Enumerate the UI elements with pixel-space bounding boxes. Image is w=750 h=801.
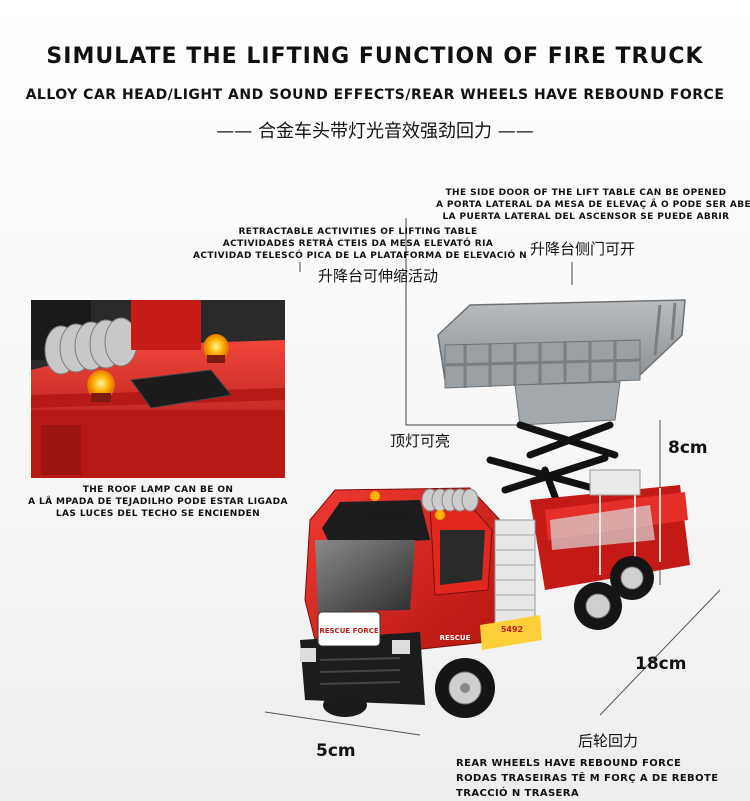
side-door-es: LA PUERTA LATERAL DEL ASCENSOR SE PUEDE … (442, 212, 730, 222)
retractable-pt: ACTIVIDADES RETRÁ CTEIS DA MESA ELEVATÓ … (222, 239, 494, 249)
roof-lamp-es: LAS LUCES DEL TECHO SE ENCIENDEN (55, 509, 261, 519)
side-door-pt: A PORTA LATERAL DA MESA DE ELEVAÇ Ã O PO… (436, 200, 750, 210)
side-door-en: THE SIDE DOOR OF THE LIFT TABLE CAN BE O… (445, 188, 727, 198)
truck-rear-body (530, 469, 690, 590)
leader-lines (299, 218, 573, 426)
retractable-en: RETRACTABLE ACTIVITIES OF LIFTING TABLE (238, 227, 478, 237)
retractable-caption: RETRACTABLE ACTIVITIES OF LIFTING TABLE … (193, 226, 528, 262)
grille-label: RESCUE FORCE (319, 627, 379, 635)
wheels (323, 556, 654, 718)
length-dimension: 18cm (635, 654, 687, 674)
page-subtitle: ALLOY CAR HEAD/LIGHT AND SOUND EFFECTS/R… (25, 87, 725, 103)
chinese-tagline: —— 合金车头带灯光音效强劲回力 —— (216, 121, 534, 142)
side-door-cn: 升降台侧门可开 (530, 240, 636, 258)
page-title: SIMULATE THE LIFTING FUNCTION OF FIRE TR… (46, 44, 704, 69)
retractable-es: ACTIVIDAD TELESCÓ PICA DE LA PLATAFORMA … (193, 251, 528, 261)
height-dimension: 8cm (668, 438, 708, 458)
scissor-lift (486, 421, 619, 514)
roof-lamp-caption: THE ROOF LAMP CAN BE ON A LÂ MPADA DE TE… (10, 484, 306, 520)
side-door-caption: THE SIDE DOOR OF THE LIFT TABLE CAN BE O… (436, 187, 750, 223)
roof-lamp-closeup (31, 300, 285, 478)
rear-wheels-cn: 后轮回力 (578, 732, 639, 750)
door-label: RESCUE (440, 634, 471, 642)
lift-platform (437, 299, 686, 426)
truck-badge: 5492 (501, 625, 523, 634)
rear-wheels-pt: RODAS TRASEIRAS TÊ M FORÇ A DE REBOTE (456, 773, 719, 784)
rear-wheels-en: REAR WHEELS HAVE REBOUND FORCE (456, 758, 682, 769)
width-dimension: 5cm (316, 741, 356, 761)
roof-lamp-closeup-drawing (31, 300, 285, 478)
roof-lamp-cn: 顶灯可亮 (390, 432, 451, 450)
rear-wheels-es: TRACCIÓ N TRASERA (456, 788, 580, 799)
rear-wheels-caption: REAR WHEELS HAVE REBOUND FORCE RODAS TRA… (456, 756, 718, 801)
roof-lamp-en: THE ROOF LAMP CAN BE ON (82, 485, 234, 495)
truck-cab (300, 487, 542, 705)
roof-lamp-pt: A LÂ MPADA DE TEJADILHO PODE ESTAR LIGAD… (28, 497, 288, 507)
retractable-cn: 升降台可伸缩活动 (318, 267, 439, 285)
